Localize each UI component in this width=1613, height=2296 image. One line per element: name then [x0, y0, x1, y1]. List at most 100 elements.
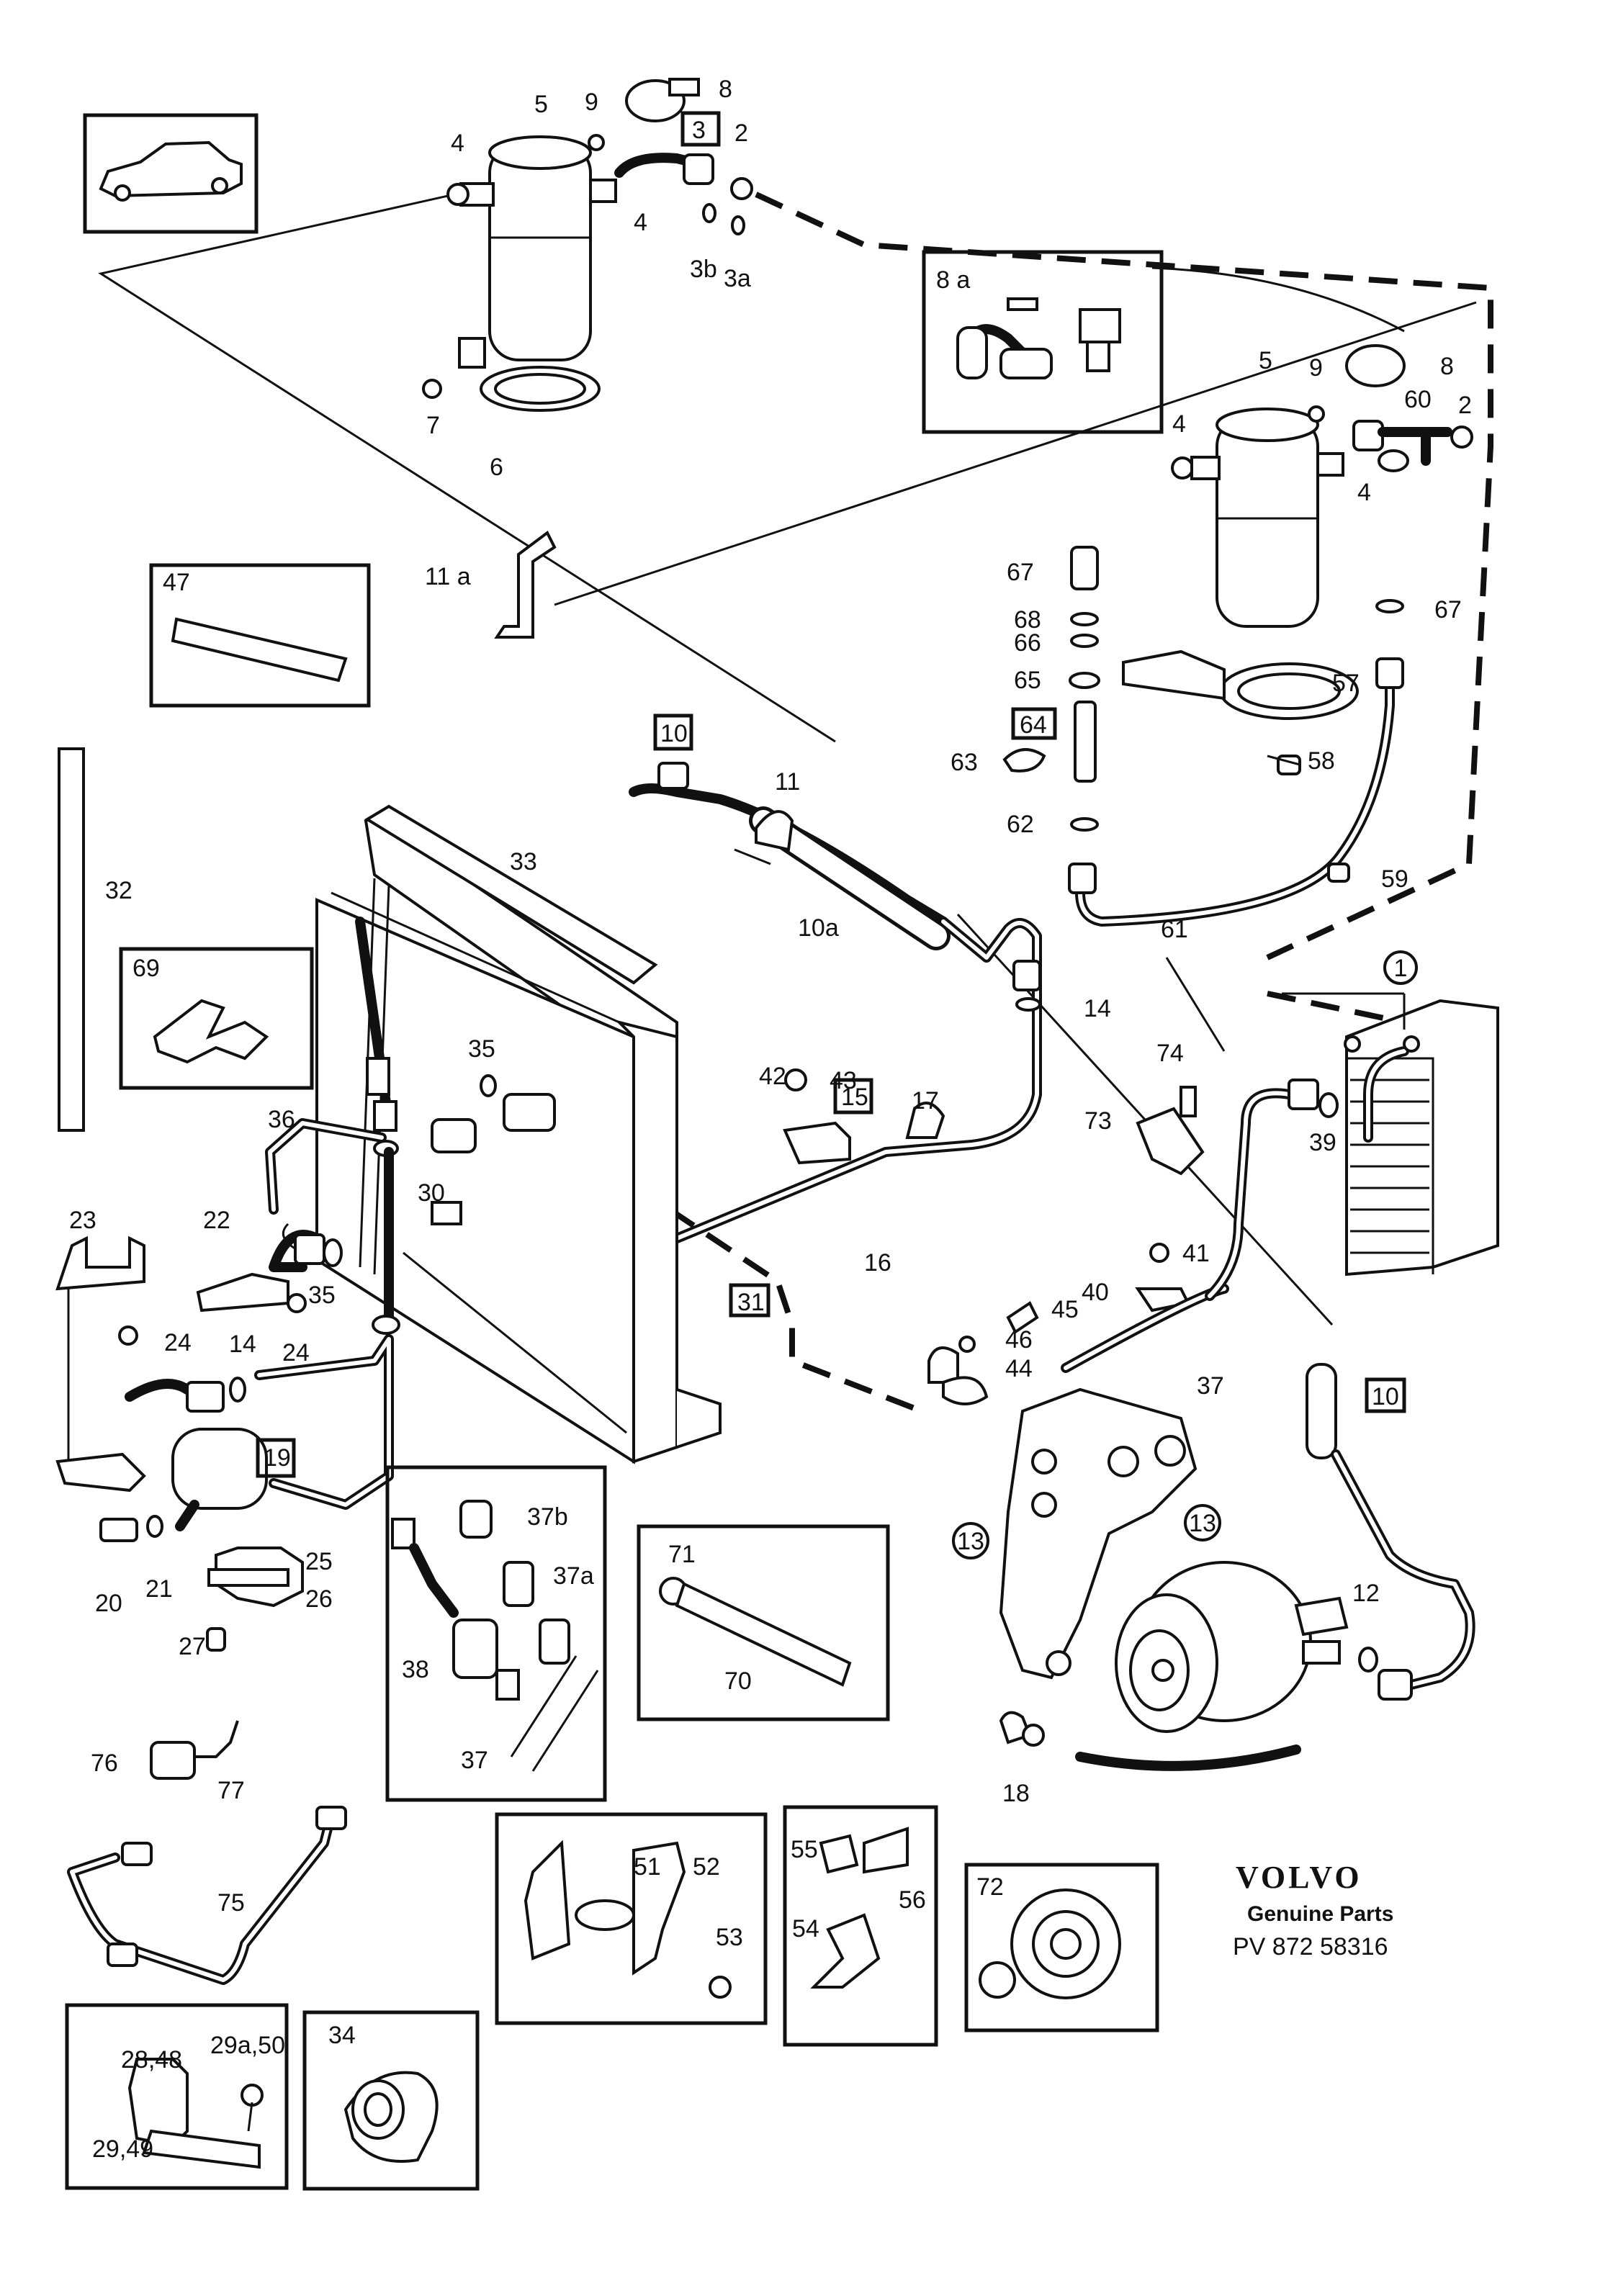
clamps-40-46 [927, 1243, 1229, 1405]
inset-47 [149, 563, 371, 708]
label-12: 12 [1352, 1580, 1380, 1607]
label-42: 42 [759, 1063, 786, 1090]
brand-block: VOLVO Genuine Parts PV 872 58316 [1233, 1860, 1393, 1960]
switch-73 [1136, 1086, 1205, 1176]
box-3 [680, 111, 721, 147]
label-34: 34 [328, 2022, 356, 2049]
label-5b: 5 [1259, 347, 1272, 374]
label-9b: 9 [1309, 354, 1323, 382]
label-51: 51 [634, 1853, 661, 1881]
evaporator [1205, 992, 1499, 1301]
lead-8a [1151, 266, 1405, 333]
label-35a: 35 [468, 1035, 495, 1063]
label-25: 25 [305, 1548, 333, 1575]
ref-circle-1 [1383, 950, 1418, 985]
label-56: 56 [899, 1886, 926, 1914]
label-73: 73 [1084, 1107, 1112, 1135]
clamps-15-17 [783, 1068, 945, 1165]
label-7: 7 [426, 412, 440, 439]
inset-70 [637, 1524, 890, 1721]
label-14a: 14 [1084, 995, 1111, 1022]
label-38: 38 [402, 1656, 429, 1683]
label-13a: 13 [957, 1528, 984, 1555]
inset-69 [119, 947, 314, 1090]
label-33: 33 [510, 848, 537, 875]
evaporator-fins [1350, 1079, 1429, 1254]
label-8b: 8 [1440, 353, 1454, 380]
label-75: 75 [217, 1889, 245, 1917]
label-36: 36 [268, 1106, 295, 1133]
switch-stack [1002, 546, 1100, 832]
label-2b: 2 [1458, 392, 1472, 419]
label-3a: 3a [724, 265, 751, 292]
label-70: 70 [724, 1667, 752, 1695]
label-11a: 11 a [425, 563, 471, 590]
label-63: 63 [951, 749, 978, 776]
label-3b: 3b [690, 256, 717, 283]
label-77: 77 [217, 1777, 245, 1804]
pipe-75 [67, 1720, 347, 1985]
brand-code: PV 872 58316 [1233, 1933, 1388, 1960]
inset-8a [922, 250, 1164, 434]
label-62: 62 [1007, 811, 1034, 838]
label-28: 28,48 [121, 2046, 182, 2074]
brackets-22-24 [55, 1235, 307, 1493]
inset-34 [302, 2010, 480, 2191]
receiver-drier-upper [422, 78, 753, 412]
label-54: 54 [792, 1915, 819, 1942]
inset-54-56 [783, 1805, 938, 2047]
label-41: 41 [1182, 1240, 1210, 1267]
hose-10a [629, 713, 1042, 1243]
label-40: 40 [1082, 1279, 1109, 1306]
label-44: 44 [1005, 1355, 1033, 1382]
label-11: 11 [775, 768, 800, 796]
brand-tagline: Genuine Parts [1247, 1902, 1393, 1926]
label-8a: 8 [719, 76, 732, 103]
label-24a: 24 [164, 1329, 192, 1356]
label-8aa: 8 a [936, 266, 970, 294]
label-4a: 4 [451, 130, 464, 157]
label-10a: 10 [660, 720, 688, 747]
label-76: 76 [91, 1750, 118, 1777]
label-3: 3 [692, 117, 706, 144]
box-31 [729, 1283, 770, 1318]
bracket-11a [494, 530, 557, 639]
hose-10-right [1306, 1363, 1475, 1701]
label-19: 19 [264, 1444, 291, 1472]
label-67b: 67 [1434, 596, 1462, 623]
label-21: 21 [145, 1575, 173, 1603]
label-30: 30 [418, 1179, 445, 1207]
label-47: 47 [163, 569, 190, 596]
label-4b: 4 [634, 209, 647, 236]
label-32: 32 [105, 877, 132, 904]
label-29: 29,49 [92, 2135, 153, 2163]
label-24b: 24 [282, 1339, 310, 1367]
label-23: 23 [69, 1207, 96, 1234]
condenser [282, 815, 722, 1464]
label-67a: 67 [1007, 559, 1034, 586]
label-43: 43 [830, 1067, 857, 1094]
seal-strip-32 [58, 747, 85, 1132]
label-37d: 37a [553, 1562, 594, 1590]
label-31: 31 [737, 1289, 765, 1316]
label-10aa: 10a [798, 914, 839, 942]
label-15: 15 [841, 1084, 868, 1111]
dashed-routes [668, 192, 1493, 1414]
label-6: 6 [490, 454, 503, 481]
label-22: 22 [203, 1207, 230, 1234]
label-65: 65 [1014, 667, 1041, 694]
label-72: 72 [976, 1873, 1004, 1901]
label-60: 60 [1404, 386, 1432, 413]
label-27: 27 [179, 1633, 206, 1660]
label-4c: 4 [1172, 410, 1186, 438]
filter-19 [99, 1334, 394, 1652]
label-20: 20 [95, 1590, 122, 1617]
label-4d: 4 [1357, 479, 1371, 506]
label-17: 17 [912, 1087, 939, 1115]
label-64: 64 [1020, 711, 1047, 739]
label-39: 39 [1309, 1129, 1336, 1156]
inset-72 [964, 1863, 1159, 2032]
receiver-drier-lower [1068, 344, 1473, 927]
ref-circle-13b [1184, 1504, 1221, 1541]
